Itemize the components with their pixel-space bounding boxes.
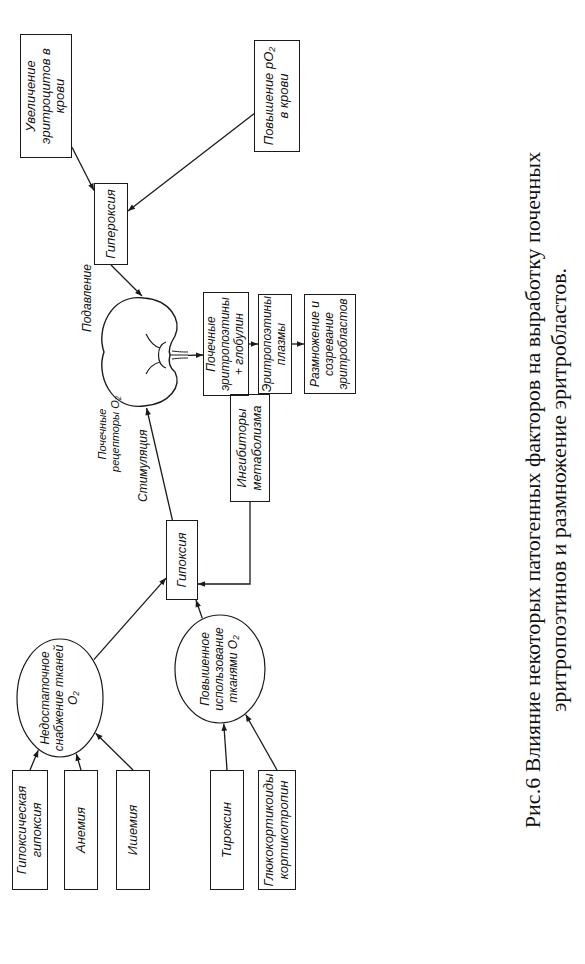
process-box: Размножение и созревание эритробластов bbox=[304, 294, 356, 394]
node-text: Повышенное использование тканями O₂ bbox=[199, 614, 240, 724]
kidney-outline bbox=[102, 298, 177, 407]
node-text: Глюкокортикоиды кортикотропин bbox=[262, 771, 292, 890]
node-text: Ингибиторы метаболизма bbox=[235, 395, 265, 501]
process-box: Гипоксическая гипоксия bbox=[12, 770, 48, 890]
process-box: Ингибиторы метаболизма bbox=[230, 394, 270, 502]
process-box: Увеличение эритроцитов в крови bbox=[20, 34, 72, 158]
process-box: Глюкокортикоиды кортикотропин bbox=[258, 770, 296, 890]
figure-caption: Рис.6 Влияние некоторых патогенных факто… bbox=[520, 90, 572, 890]
receptor-label: Почечные рецепторы O₂ bbox=[96, 394, 121, 474]
flow-arrow bbox=[96, 733, 133, 770]
oval-outline bbox=[17, 639, 103, 757]
oval-outline bbox=[175, 615, 265, 723]
flow-arrow bbox=[224, 724, 227, 770]
process-box: Анемия bbox=[64, 770, 98, 890]
node-text: Размножение и созревание эритробластов bbox=[309, 295, 350, 393]
flow-arrow bbox=[94, 578, 166, 660]
node-text: Эритропоэтины плазмы bbox=[261, 293, 289, 395]
kidney-outline bbox=[96, 296, 188, 408]
process-box: Почечные эритропоэтины + глобулин bbox=[203, 292, 249, 396]
flow-arrow bbox=[249, 343, 258, 344]
flow-arrow bbox=[147, 408, 173, 520]
flow-arrow bbox=[196, 600, 202, 618]
node-text: Гипоксическая гипоксия bbox=[15, 771, 45, 889]
ureter bbox=[172, 351, 188, 359]
process-box: Гипероксия bbox=[94, 183, 128, 265]
node-text: Увеличение эритроцитов в крови bbox=[24, 35, 69, 157]
flow-arrow bbox=[198, 502, 250, 584]
node-text: Повышение pO₂ в крови bbox=[262, 41, 292, 151]
edge-label: Стимуляция bbox=[136, 430, 150, 502]
cause-oval: Повышенное использование тканями O₂ bbox=[174, 614, 266, 724]
flow-arrow bbox=[111, 265, 142, 296]
node-text: Тироксин bbox=[220, 799, 235, 861]
process-box: Повышение pO₂ в крови bbox=[254, 40, 300, 152]
process-box: Тироксин bbox=[210, 770, 244, 890]
flow-arrow bbox=[72, 147, 94, 190]
flow-arrow bbox=[30, 750, 38, 770]
cause-oval: Недостаточное снабжение тканей O₂ bbox=[16, 638, 104, 758]
flow-arrow bbox=[292, 343, 304, 344]
node-text: Почечные эритропоэтины + глобулин bbox=[205, 293, 246, 395]
edge-label: Подавление bbox=[80, 264, 94, 332]
node-text: Анемия bbox=[74, 804, 89, 856]
node-text: Гипоксия bbox=[175, 530, 190, 591]
node-text: Недостаточное снабжение тканей O₂ bbox=[39, 638, 80, 758]
kidney-illustration: Почечные рецепторы O₂ bbox=[96, 296, 188, 408]
process-box: Эритропоэтины плазмы bbox=[258, 294, 292, 394]
process-box: Гипоксия bbox=[166, 520, 198, 600]
flow-arrow bbox=[246, 715, 277, 770]
renal-pelvis bbox=[146, 334, 188, 374]
flow-arrow bbox=[76, 754, 81, 770]
flow-arrow bbox=[188, 354, 203, 356]
node-text: Ишемия bbox=[126, 802, 141, 858]
process-box: Ишемия bbox=[116, 770, 150, 890]
node-text: Гипероксия bbox=[104, 186, 119, 261]
flow-arrow bbox=[128, 114, 254, 211]
